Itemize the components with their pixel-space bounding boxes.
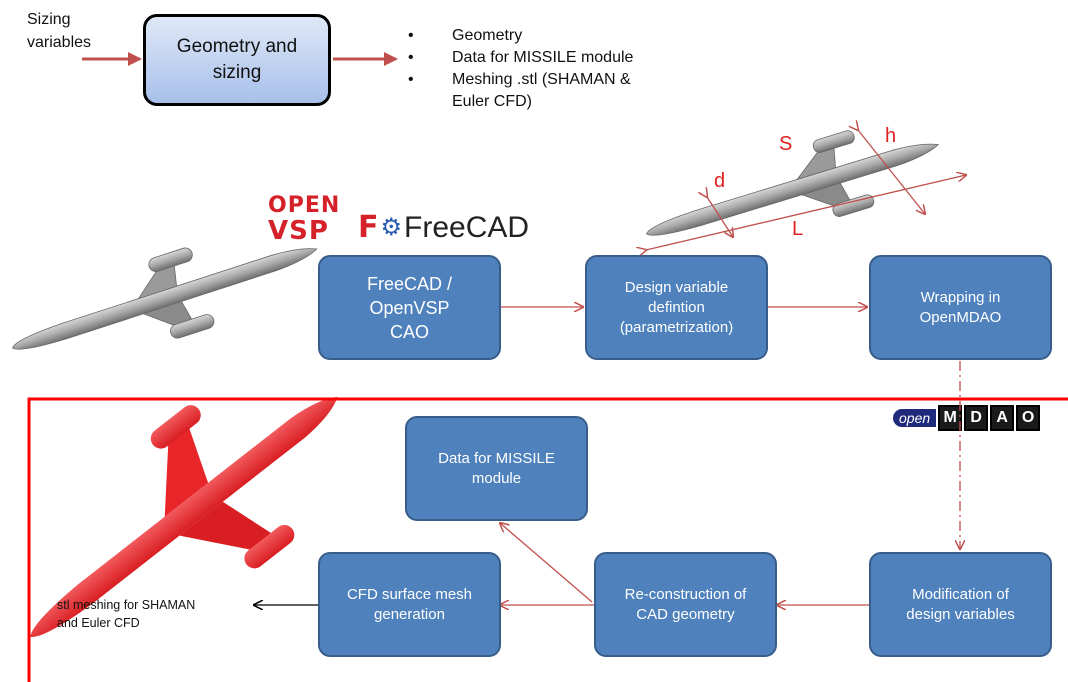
- dimension-label-l: L: [792, 218, 804, 240]
- dimension-line-d: [707, 197, 733, 237]
- freecad-logo-text: FreeCAD: [404, 210, 530, 244]
- openmdao-logo-letter: D: [964, 405, 989, 431]
- arrow-recon-to-missile: [500, 523, 593, 603]
- openmdao-frame: [27, 397, 1068, 682]
- aircraft-model-left: [12, 247, 318, 350]
- openvsp-logo-line1: OPEN: [268, 193, 341, 218]
- freecad-logo-f: F: [358, 210, 379, 245]
- aircraft-mesh-red: [30, 396, 338, 637]
- output-item: Meshing .stl (SHAMAN & Euler CFD): [408, 69, 708, 113]
- cfd-mesh-box: CFD surface mesh generation: [318, 552, 501, 657]
- openmdao-logo-letter: O: [1016, 405, 1041, 431]
- outputs-list: Geometry Data for MISSILE module Meshing…: [408, 25, 708, 113]
- sizing-variables-label: Sizing variables: [27, 11, 92, 51]
- openmdao-logo: open M D A O: [893, 405, 1041, 431]
- dimension-label-h: h: [885, 125, 897, 147]
- missile-data-box: Data for MISSILE module: [405, 416, 588, 521]
- output-item: Data for MISSILE module: [408, 47, 708, 69]
- stl-meshing-label: stl meshing for SHAMAN and Euler CFD: [57, 598, 196, 630]
- openmdao-logo-letter: M: [938, 405, 963, 431]
- openvsp-logo-line2: VSP: [268, 216, 329, 246]
- freecad-openvsp-box: FreeCAD / OpenVSP CAO: [318, 255, 501, 360]
- wrapping-openmdao-box: Wrapping in OpenMDAO: [869, 255, 1052, 360]
- output-item: Geometry: [408, 25, 708, 47]
- design-variable-box: Design variable defintion (parametrizati…: [585, 255, 768, 360]
- gear-icon: ⚙: [380, 214, 403, 241]
- dimension-label-d: d: [714, 170, 726, 192]
- dimension-line-h: [858, 130, 925, 214]
- modification-box: Modification of design variables: [869, 552, 1052, 657]
- freecad-logo: F ⚙ FreeCAD: [358, 210, 529, 245]
- openmdao-logo-open: open: [893, 409, 937, 427]
- reconstruction-box: Re-construction of CAD geometry: [594, 552, 777, 657]
- openmdao-logo-letter: A: [990, 405, 1015, 431]
- geometry-sizing-box: Geometry and sizing: [143, 14, 331, 106]
- openvsp-logo: OPEN VSP: [268, 193, 341, 246]
- dimension-label-s: S: [779, 133, 793, 155]
